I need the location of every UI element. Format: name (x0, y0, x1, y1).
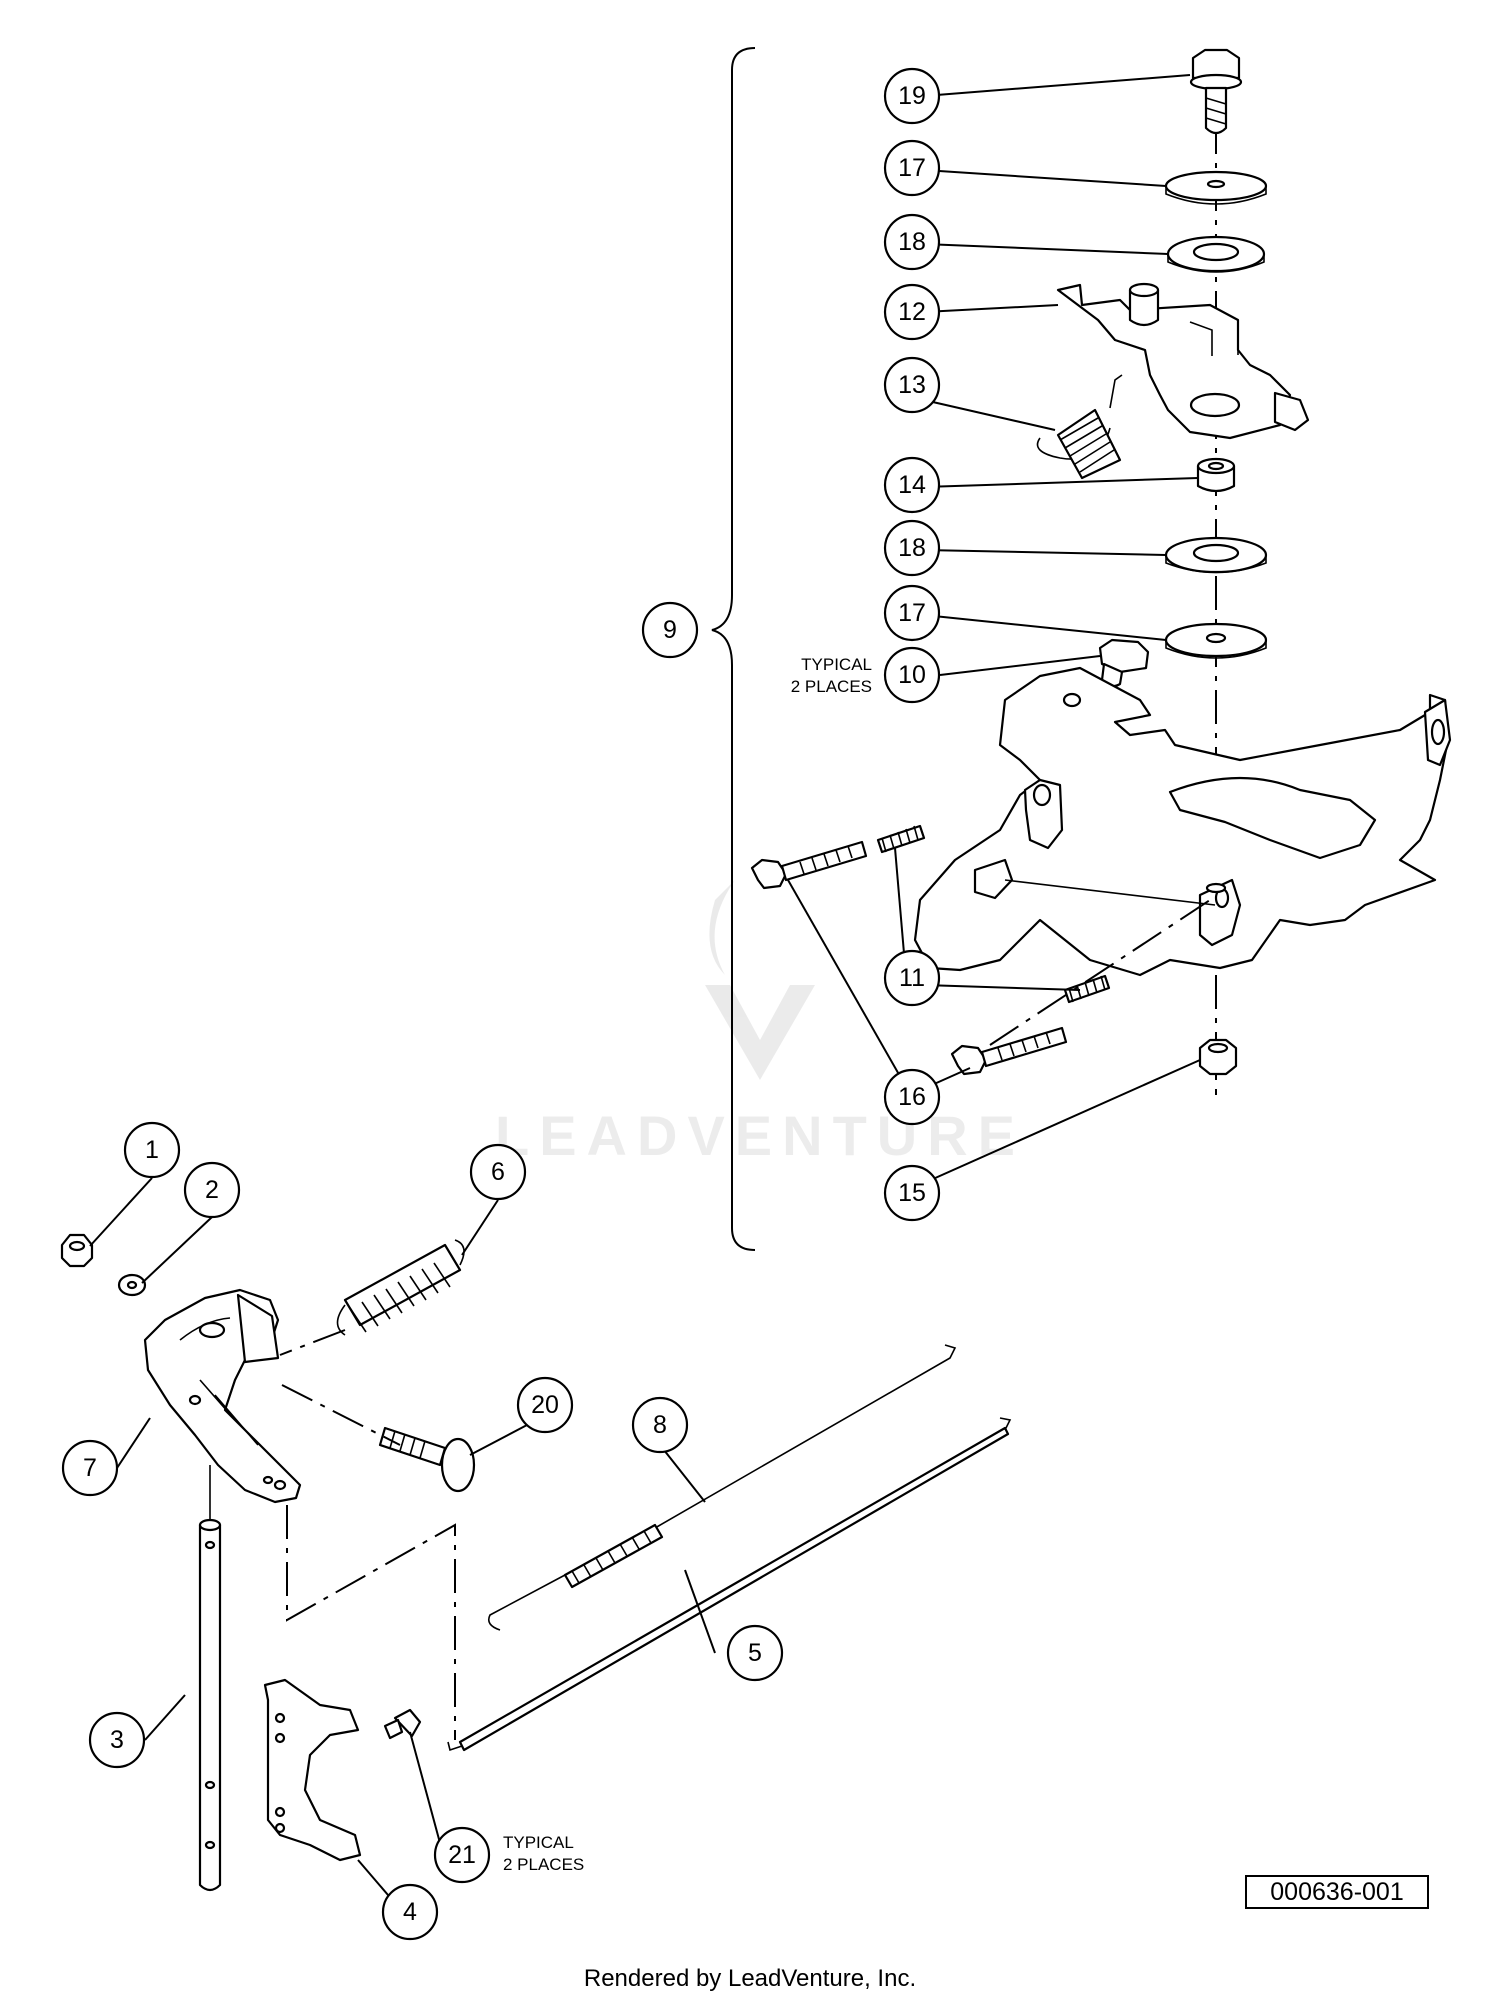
callout-7: 7 (61, 1439, 119, 1497)
extension-spring-6 (336, 1239, 465, 1336)
document-number: 000636-001 (1245, 1875, 1429, 1909)
control-bracket-plate (913, 666, 1452, 977)
leader-lines (89, 74, 1201, 1896)
svg-text:7: 7 (83, 1454, 97, 1482)
svg-text:3: 3 (110, 1726, 124, 1754)
svg-text:13: 13 (898, 371, 926, 399)
svg-text:6: 6 (491, 1158, 505, 1186)
callout-16: 16 (883, 1068, 941, 1126)
compression-spring-11-lower (1063, 974, 1111, 1004)
governor-shaft-20 (378, 1426, 476, 1493)
svg-text:19: 19 (898, 82, 926, 110)
callout-1: 1 (123, 1121, 181, 1179)
svg-text:21: 21 (448, 1841, 476, 1869)
callout-9: 9 (641, 601, 699, 659)
flat-washer-17-upper (1164, 170, 1268, 205)
note-typical-10-line1: TYPICAL (801, 655, 872, 674)
svg-text:14: 14 (898, 471, 926, 499)
bolt-16-upper (750, 840, 868, 890)
svg-text:18: 18 (898, 534, 926, 562)
svg-text:17: 17 (898, 154, 926, 182)
watermark-logo-icon (705, 880, 815, 1080)
note-typical-21-line2: 2 PLACES (503, 1855, 584, 1874)
bolt-16-lower (950, 1026, 1068, 1076)
svg-text:5: 5 (748, 1639, 762, 1667)
callout-3: 3 (88, 1711, 146, 1769)
callout-18-upper: 18 (883, 213, 941, 271)
callout-20: 20 (516, 1376, 574, 1434)
callout-12: 12 (883, 283, 941, 341)
svg-text:2: 2 (205, 1176, 219, 1204)
flange-bolt-19 (1189, 48, 1243, 135)
control-shaft-3 (198, 1518, 222, 1892)
washer-2 (117, 1273, 147, 1297)
svg-text:12: 12 (898, 298, 926, 326)
callout-10: 10 (883, 646, 941, 704)
callout-17-lower: 17 (883, 584, 941, 642)
flat-washer-17-lower (1164, 622, 1268, 659)
callout-15: 15 (883, 1164, 941, 1222)
compression-spring-11-upper (876, 824, 926, 854)
callout-5: 5 (726, 1624, 784, 1682)
svg-text:9: 9 (663, 616, 677, 644)
wave-washer-18-upper (1166, 235, 1266, 273)
callout-13: 13 (883, 356, 941, 414)
callout-6: 6 (469, 1143, 527, 1201)
note-typical-10-line2: 2 PLACES (791, 677, 872, 696)
bushing-14 (1196, 457, 1236, 493)
callout-4: 4 (381, 1883, 439, 1941)
svg-text:18: 18 (898, 228, 926, 256)
svg-text:1: 1 (145, 1136, 159, 1164)
svg-text:8: 8 (653, 1411, 667, 1439)
screw-10 (1098, 638, 1150, 688)
throttle-link-8 (487, 1344, 957, 1631)
hex-nut-15 (1198, 1038, 1238, 1076)
callout-21: 21 (433, 1826, 491, 1884)
svg-text:10: 10 (898, 661, 926, 689)
hex-nut-1 (60, 1233, 94, 1268)
wave-washer-18-lower (1164, 536, 1268, 574)
callout-18-lower: 18 (883, 519, 941, 577)
svg-text:11: 11 (899, 964, 925, 992)
callout-14: 14 (883, 456, 941, 514)
throttle-lever-12 (1056, 282, 1310, 440)
svg-text:4: 4 (403, 1898, 417, 1926)
torsion-spring-13 (1036, 374, 1123, 480)
svg-text:16: 16 (898, 1083, 926, 1111)
assembly-brace (711, 47, 756, 1251)
governor-lever-7 (143, 1288, 302, 1504)
svg-text:15: 15 (898, 1179, 926, 1207)
callout-19: 19 (883, 67, 941, 125)
callout-11: 11 (883, 949, 941, 1007)
governor-rod-5 (447, 1417, 1012, 1752)
note-typical-21-line1: TYPICAL (503, 1833, 574, 1852)
screw-21 (383, 1708, 422, 1740)
callout-8: 8 (631, 1396, 689, 1454)
footer-credit: Rendered by LeadVenture, Inc. (583, 1965, 917, 1992)
callout-17-upper: 17 (883, 139, 941, 197)
svg-text:17: 17 (898, 599, 926, 627)
shaft-bracket-4 (263, 1678, 362, 1862)
callout-2: 2 (183, 1161, 241, 1219)
watermark-text: LEADVENTURE (495, 1104, 1025, 1167)
svg-text:20: 20 (531, 1391, 559, 1419)
